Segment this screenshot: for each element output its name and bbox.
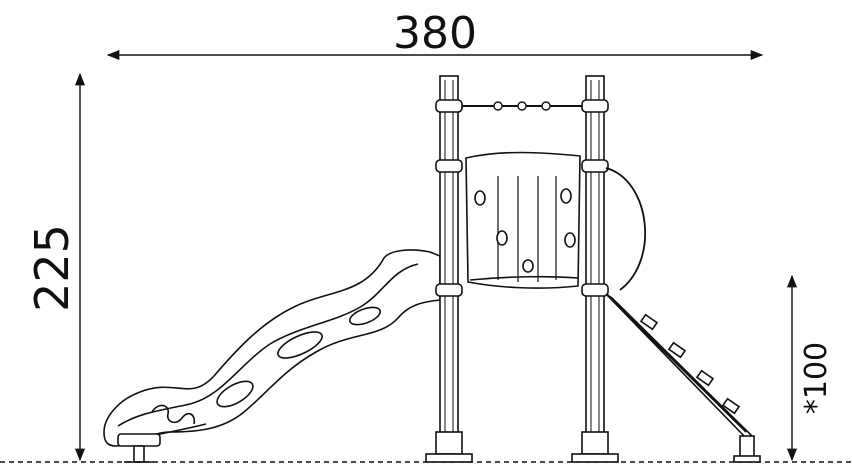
left-post [425,75,473,463]
platform-height-label: *100 [799,342,834,414]
climbing-panel [465,151,581,289]
width-dimension: 380 [106,8,764,61]
top-rope-bar [462,101,582,111]
ladder [605,293,761,463]
platform-height-dimension: *100 [786,274,834,462]
height-dimension: 225 [25,72,86,462]
height-label: 225 [25,224,79,312]
rope-handle [605,167,647,291]
width-label: 380 [393,8,477,59]
slide [103,249,441,463]
right-post [571,75,619,463]
